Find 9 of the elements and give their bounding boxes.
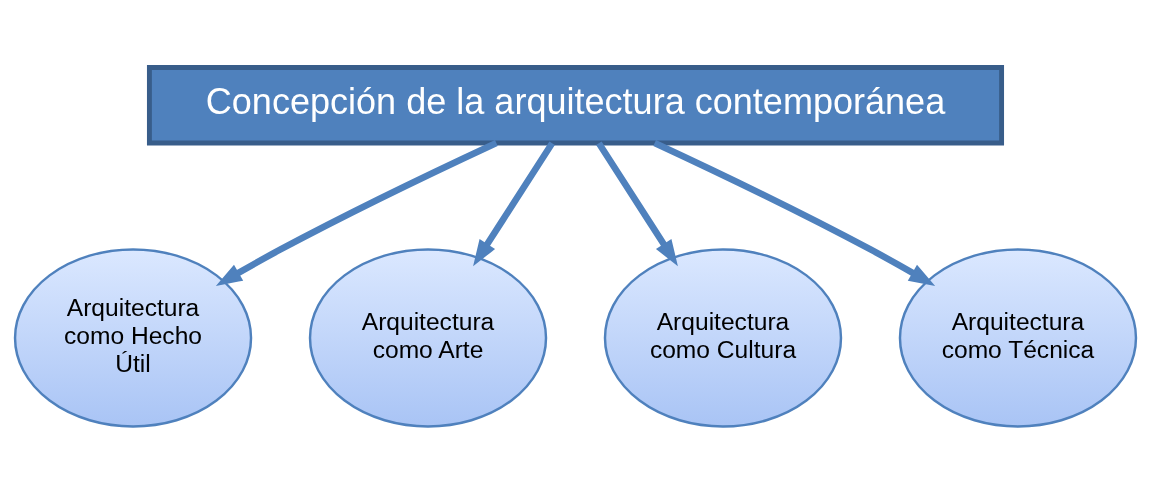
arrow bbox=[596, 141, 678, 267]
node-ellipse: Arquitectura como Cultura bbox=[603, 248, 843, 428]
arrow bbox=[653, 140, 936, 286]
node-ellipse: Arquitectura como Hecho Útil bbox=[13, 248, 253, 428]
arrow bbox=[473, 141, 555, 267]
arrow bbox=[215, 140, 498, 286]
node-box: Concepción de la arquitectura contemporánea bbox=[146, 65, 1005, 146]
node-ellipse: Arquitectura como Técnica bbox=[898, 248, 1138, 428]
node-ellipse: Arquitectura como Arte bbox=[308, 248, 548, 428]
